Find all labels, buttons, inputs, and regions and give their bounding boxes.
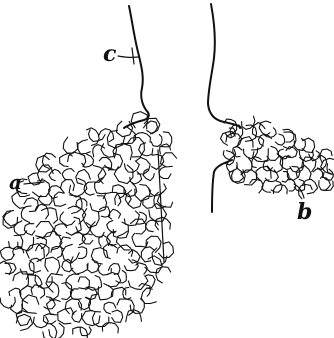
lobule [43,314,55,324]
lobule [117,245,133,256]
lobule [78,277,89,289]
lobule [49,169,61,180]
lobule [152,248,167,265]
lobule [124,211,139,226]
lobule [141,288,156,304]
lobule [93,145,105,157]
lobule [21,206,31,223]
right-lobular-mass [221,116,334,199]
lobule [92,313,108,327]
lobule [145,256,162,273]
lobule [124,161,139,172]
lobule [63,137,77,153]
lobule [84,182,94,195]
lobule [113,222,128,238]
lobule [82,154,94,167]
lobule [24,224,35,236]
lobule [80,327,91,336]
lobule [60,179,74,193]
lobule [36,155,52,172]
label-a-leader [24,182,44,184]
label-a: a [9,170,22,194]
lobule [253,149,269,162]
lobule [22,295,39,313]
lobule [29,258,41,272]
right-tube-outline [208,4,240,128]
lobule [156,267,171,283]
lobule [41,208,57,224]
lobule [132,233,148,247]
lobule [62,169,74,181]
lobule [123,287,131,299]
lobule [60,153,73,166]
lobule [250,180,263,193]
lobule [115,193,132,204]
lobule [0,297,15,308]
lobule [128,276,148,290]
lobule [35,204,48,219]
lobule [70,289,81,300]
lobule [82,310,100,325]
lobule [313,169,322,179]
lobule [226,133,242,147]
lobule [104,302,116,314]
lobule [82,234,93,244]
lobule [78,140,90,154]
lobule [36,222,54,238]
lobule [0,247,14,260]
lobule [87,128,100,145]
lobule [87,260,99,273]
lobule [104,244,117,258]
lobule [36,243,49,256]
lobule [24,198,38,212]
left-lobular-mass [0,112,177,338]
lobule [271,181,282,192]
lobule [299,185,313,199]
lobule [251,157,261,168]
lobule [221,132,236,146]
label-c: c [103,41,117,67]
right-tube-lower-outline [212,160,232,212]
lobule [135,185,151,202]
label-b: b [297,199,312,225]
lobule [18,237,34,251]
lobule [45,257,60,274]
lobule [102,323,118,333]
lobule [11,304,23,314]
lobule [70,257,88,274]
lobule [112,310,123,322]
lobule [54,224,67,236]
lobule [275,134,284,145]
lobule [3,211,18,227]
lobule [117,299,134,315]
lobule [20,286,33,303]
label-c-leader [118,48,138,64]
left-tube-outline [124,6,149,128]
lobule [72,311,82,322]
lobule [136,157,151,174]
lobule [288,179,296,191]
lobule [139,143,153,156]
lobule [54,192,66,206]
lobule [151,135,162,147]
lobule [302,138,315,153]
lobule [148,184,166,196]
lobule [159,167,171,179]
lobule [107,221,116,233]
